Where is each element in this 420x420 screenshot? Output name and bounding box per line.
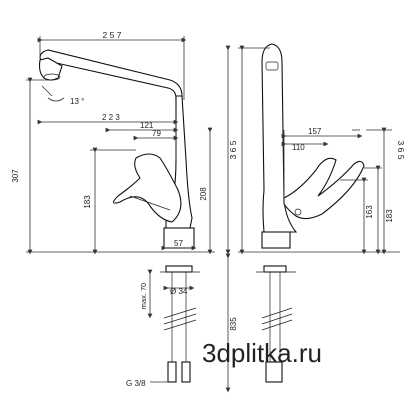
- dim-width-57: 57: [174, 239, 183, 248]
- watermark: 3dplitka.ru: [202, 338, 322, 368]
- side-dimension-lines: [238, 45, 400, 255]
- dim-side-157: 157: [308, 127, 322, 136]
- side-hose-break-hatch: [261, 307, 293, 331]
- side-hoses: [269, 272, 281, 362]
- dim-length-835: 835: [229, 317, 238, 331]
- front-dimension-lines: [26, 36, 231, 393]
- lever-handle: [112, 153, 182, 223]
- dim-height-307: 307: [11, 169, 20, 183]
- hose-break-hatch: [163, 307, 197, 331]
- dim-thread: G 3/8: [126, 379, 146, 388]
- dim-height-183-front: 183: [83, 195, 92, 209]
- dim-reach-79: 79: [152, 129, 161, 138]
- side-base: [261, 231, 291, 249]
- dim-hole-dia: Ø 34: [170, 287, 188, 296]
- hose-connector-left: [167, 361, 177, 383]
- mount-nut: [165, 265, 193, 273]
- front-view: [38, 49, 200, 383]
- dim-spout-reach: 2 5 7: [103, 30, 122, 40]
- side-hose-connector: [265, 361, 283, 383]
- supply-hoses: [171, 272, 187, 362]
- side-lever-screw: [294, 208, 302, 216]
- dim-swivel-angle: 13 °: [70, 97, 84, 106]
- spout-aerator: [43, 73, 61, 81]
- side-lever: [283, 157, 365, 220]
- side-view: [256, 43, 365, 383]
- dim-height-163: 163: [365, 205, 374, 219]
- dim-side-110: 110: [292, 143, 305, 152]
- side-mount-nut: [263, 265, 287, 273]
- spout-arm: [39, 49, 183, 101]
- dim-height-183-side: 183: [385, 209, 394, 223]
- dim-height-365-front: 3 6 5: [228, 140, 238, 159]
- side-spout-opening: [265, 61, 279, 71]
- dim-max-70: max. 70: [139, 283, 148, 310]
- dim-height-365-side: 3 6 5: [396, 141, 406, 160]
- dim-reach-121: 121: [140, 121, 154, 130]
- dim-reach-223: 2 2 3: [102, 113, 120, 122]
- lever-line: [129, 195, 171, 211]
- hose-connector-right: [181, 361, 191, 383]
- dim-height-208: 208: [199, 187, 208, 201]
